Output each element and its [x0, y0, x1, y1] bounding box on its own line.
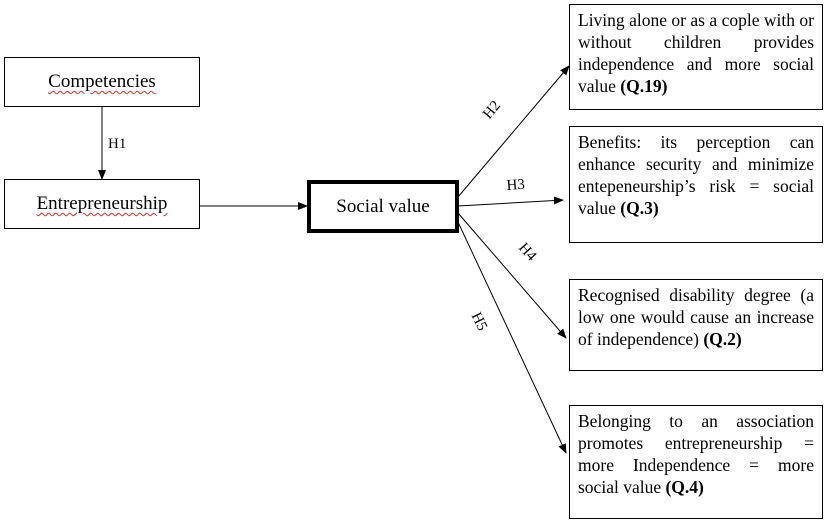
entrepreneurship-label: Entrepreneurship — [36, 193, 168, 214]
hypothesis-box-h4: Recognised disability degree (a low one … — [569, 279, 823, 371]
competencies-node: Competencies — [4, 57, 200, 107]
social-value-label: Social value — [336, 196, 429, 218]
hypothesis-text: Benefits: its perception can enhance sec… — [578, 132, 814, 218]
hypothesis-text: Belonging to an association promotes ent… — [578, 411, 814, 497]
question-ref: (Q.2) — [703, 329, 742, 349]
entrepreneurship-node: Entrepreneurship — [4, 179, 200, 229]
hypothesis-text: Recognised disability degree (a low one … — [578, 285, 814, 349]
arrow-h2 — [457, 65, 570, 198]
arrow-h4 — [457, 212, 567, 339]
edge-label-h1: H1 — [108, 136, 127, 152]
question-ref: (Q.19) — [620, 76, 668, 96]
social-value-word-1: Social value — [336, 195, 430, 217]
hypothesis-box-h3: Benefits: its perception can enhance sec… — [569, 126, 823, 243]
edge-label-h3: H3 — [506, 176, 526, 194]
competencies-label: Competencies — [48, 71, 156, 92]
hypothesis-box-h2: Living alone or as a cople with or witho… — [569, 4, 823, 110]
arrow-h3 — [457, 196, 564, 207]
question-ref: (Q.4) — [665, 477, 704, 497]
hypothesis-text: Living alone or as a cople with or witho… — [578, 10, 814, 96]
social-value-node: Social value — [307, 180, 459, 233]
arrow-h5 — [457, 221, 567, 454]
hypothesis-box-h5: Belonging to an association promotes ent… — [569, 405, 823, 519]
question-ref: (Q.3) — [620, 198, 659, 218]
